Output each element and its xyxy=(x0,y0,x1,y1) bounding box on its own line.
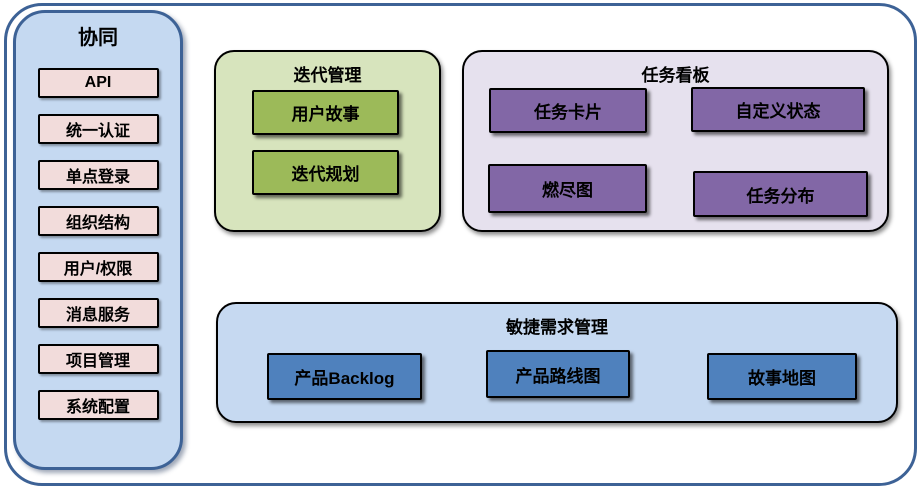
item-product-roadmap: 产品路线图 xyxy=(486,350,630,398)
item-iteration-planning: 迭代规划 xyxy=(252,150,399,195)
sidebar-item-project-management: 项目管理 xyxy=(37,344,159,374)
sidebar-item-sso: 单点登录 xyxy=(37,160,159,190)
sidebar-item-unified-auth: 统一认证 xyxy=(37,114,159,144)
item-burndown-chart: 燃尽图 xyxy=(488,164,647,213)
item-task-card: 任务卡片 xyxy=(489,88,647,133)
collaboration-title: 协同 xyxy=(78,27,118,49)
sidebar-item-message-service: 消息服务 xyxy=(37,298,159,328)
sidebar-item-api: API xyxy=(37,68,159,98)
sidebar-item-system-config: 系统配置 xyxy=(37,390,159,420)
task-kanban-panel: 任务看板 任务卡片 自定义状态 燃尽图 任务分布 xyxy=(462,50,889,232)
item-user-story: 用户故事 xyxy=(252,90,399,135)
diagram-frame: 协同 API 统一认证 单点登录 组织结构 用户/权限 消息服务 项目管理 系统… xyxy=(4,3,917,486)
iteration-panel-title: 迭代管理 xyxy=(293,66,362,85)
sidebar-item-user-permissions: 用户/权限 xyxy=(37,252,159,282)
kanban-panel-title: 任务看板 xyxy=(641,66,710,85)
item-custom-status: 自定义状态 xyxy=(691,87,865,132)
item-product-backlog: 产品Backlog xyxy=(267,353,422,400)
sidebar-item-org-structure: 组织结构 xyxy=(37,206,159,236)
item-story-map: 故事地图 xyxy=(707,353,857,400)
collaboration-sidebar: 协同 API 统一认证 单点登录 组织结构 用户/权限 消息服务 项目管理 系统… xyxy=(13,10,183,470)
requirements-panel-title: 敏捷需求管理 xyxy=(506,318,608,337)
item-task-distribution: 任务分布 xyxy=(693,171,868,217)
iteration-management-panel: 迭代管理 用户故事 迭代规划 xyxy=(214,50,441,232)
agile-requirements-panel: 敏捷需求管理 产品Backlog 产品路线图 故事地图 xyxy=(216,302,898,423)
